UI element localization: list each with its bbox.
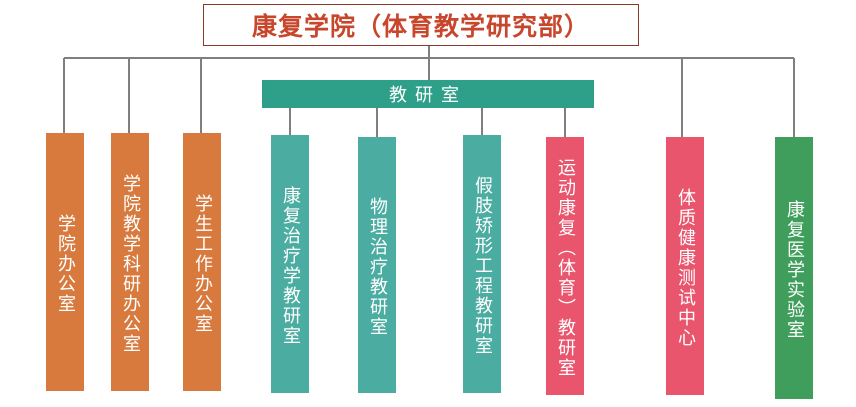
unit-prosthetics-label: 假肢矫形工程教研室 (472, 176, 493, 356)
unit-fitness-center-label: 体质健康测试中心 (675, 188, 696, 348)
unit-pt-label: 物理治疗教研室 (367, 197, 388, 337)
unit-rehab-therapy-label: 康复治疗学教研室 (280, 186, 301, 346)
unit-student-office-label: 学生工作办公室 (192, 194, 213, 334)
unit-pt: 物理治疗教研室 (358, 137, 396, 393)
unit-sports-rehab: 运动康复（体育）教研室 (546, 137, 584, 395)
unit-fitness-center: 体质健康测试中心 (666, 137, 704, 395)
unit-lab-label: 康复医学实验室 (784, 200, 805, 340)
page-title: 康复学院（体育教学研究部） (251, 12, 590, 41)
jiaoyanshi-label: 教研室 (389, 85, 467, 106)
unit-student-office: 学生工作办公室 (183, 133, 221, 391)
unit-office: 学院办公室 (46, 133, 84, 391)
jiaoyanshi-bar: 教研室 (262, 80, 594, 108)
unit-prosthetics: 假肢矫形工程教研室 (463, 135, 501, 393)
unit-teaching-office-label: 学院教学科研办公室 (120, 174, 141, 354)
unit-teaching-office: 学院教学科研办公室 (111, 133, 149, 391)
unit-office-label: 学院办公室 (55, 214, 76, 314)
unit-lab: 康复医学实验室 (775, 137, 813, 399)
unit-sports-rehab-label: 运动康复（体育）教研室 (555, 158, 576, 378)
title-box: 康复学院（体育教学研究部） (203, 4, 639, 46)
unit-rehab-therapy: 康复治疗学教研室 (271, 135, 309, 393)
